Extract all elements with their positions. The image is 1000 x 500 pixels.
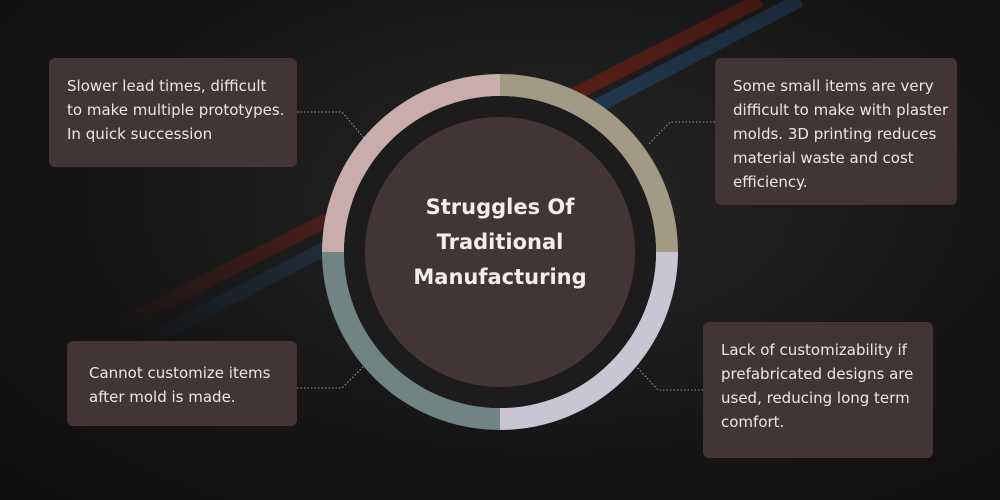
ring-segment-top-left: [322, 74, 500, 252]
callout-box-top-left: Slower lead times, difficult to make mul…: [49, 58, 297, 167]
callout-text-line: Cannot customize items: [89, 364, 271, 382]
ring-segment-bottom-right: [500, 252, 678, 430]
center-disk: [365, 117, 635, 387]
callout-text-line: used, reducing long term: [721, 389, 910, 407]
ring-segment-top-right: [500, 74, 678, 252]
callout-text-line: Some small items are very: [733, 77, 934, 95]
callout-text-line: Lack of customizability if: [721, 341, 907, 359]
center-title: Struggles Of Traditional Manufacturing: [370, 190, 630, 295]
center-title-line: Manufacturing: [413, 265, 587, 289]
callout-text-line: comfort.: [721, 413, 785, 431]
connector-top-right: [647, 121, 715, 146]
callout-text-line: after mold is made.: [89, 388, 236, 406]
callout-text-line: material waste and cost: [733, 149, 914, 167]
connector-bottom-left: [297, 365, 365, 389]
callout-box-bottom-left: Cannot customize items after mold is mad…: [67, 341, 297, 426]
callout-text-line: In quick succession: [67, 125, 213, 143]
callout-text-line: molds. 3D printing reduces: [733, 125, 937, 143]
center-title-line: Struggles Of: [425, 195, 575, 219]
callout-text-line: difficult to make with plaster: [733, 101, 949, 119]
callout-text-line: efficiency.: [733, 173, 808, 191]
center-title-line: Traditional: [436, 230, 564, 254]
callout-text-line: Slower lead times, difficult: [67, 77, 267, 95]
ring-segment-bottom-left: [322, 252, 500, 430]
connector-top-left: [297, 111, 365, 139]
connector-bottom-right: [635, 365, 703, 391]
callout-box-top-right: Some small items are very difficult to m…: [715, 58, 957, 205]
callout-text-line: prefabricated designs are: [721, 365, 914, 383]
callout-box-bottom-right: Lack of customizability if prefabricated…: [703, 322, 933, 458]
callout-text-line: to make multiple prototypes.: [67, 101, 285, 119]
